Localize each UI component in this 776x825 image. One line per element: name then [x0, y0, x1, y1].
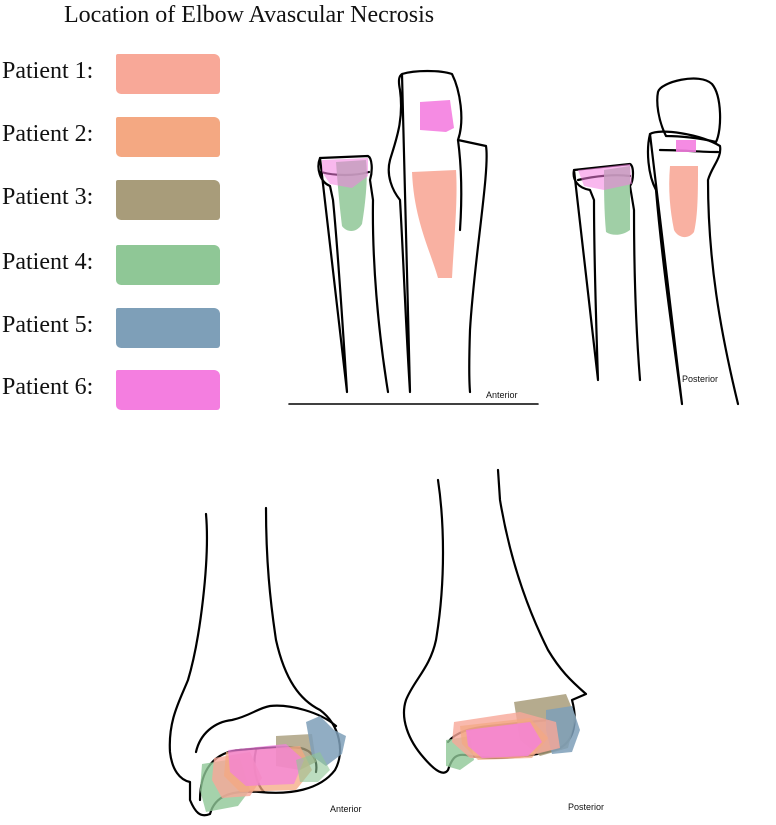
legend-swatch	[116, 245, 220, 285]
legend-label: Patient 4:	[2, 249, 94, 275]
ulna-inner-line	[456, 138, 463, 232]
legend-swatch	[116, 308, 220, 348]
legend-label: Patient 3:	[2, 184, 94, 210]
necrosis-region-patient-6	[420, 100, 454, 132]
necrosis-region-patient-4	[296, 752, 330, 782]
olecranon-outline	[656, 77, 722, 144]
necrosis-regions	[200, 100, 698, 812]
necrosis-region-patient-1	[669, 166, 698, 238]
forearm-posterior-view	[572, 77, 740, 406]
necrosis-region-patient-1	[412, 170, 457, 278]
figure-title: Location of Elbow Avascular Necrosis	[64, 2, 435, 28]
legend-item-patient-1: Patient 1:	[0, 54, 240, 96]
legend-label: Patient 1:	[2, 58, 94, 84]
necrosis-region-patient-6	[578, 164, 632, 190]
necrosis-region-patient-6	[466, 722, 542, 758]
legend-label: Patient 2:	[2, 121, 94, 147]
legend-label: Patient 6:	[2, 374, 94, 400]
ulna-outline	[387, 69, 488, 394]
legend-swatch	[116, 180, 220, 220]
necrosis-region-patient-6	[322, 158, 368, 188]
legend-item-patient-6: Patient 6:	[0, 370, 240, 412]
legend-item-patient-4: Patient 4:	[0, 245, 240, 287]
view-label-posterior: Posterior	[682, 374, 718, 384]
trochlea-outline	[194, 704, 338, 754]
radius-outline	[317, 154, 390, 394]
legend-item-patient-5: Patient 5:	[0, 308, 240, 350]
legend-item-patient-3: Patient 3:	[0, 180, 240, 222]
legend-swatch	[116, 54, 220, 94]
legend-swatch	[116, 370, 220, 410]
legend-item-patient-2: Patient 2:	[0, 117, 240, 159]
view-label-anterior: Anterior	[486, 390, 518, 400]
view-label-anterior: Anterior	[330, 804, 362, 814]
legend-label: Patient 5:	[2, 312, 94, 338]
legend-swatch	[116, 117, 220, 157]
necrosis-region-patient-6	[228, 744, 304, 786]
necrosis-region-patient-6	[676, 140, 696, 152]
view-label-posterior: Posterior	[568, 802, 604, 812]
radius-outline	[572, 162, 642, 382]
forearm-anterior-view	[288, 69, 539, 405]
ulna-outline	[646, 130, 740, 406]
